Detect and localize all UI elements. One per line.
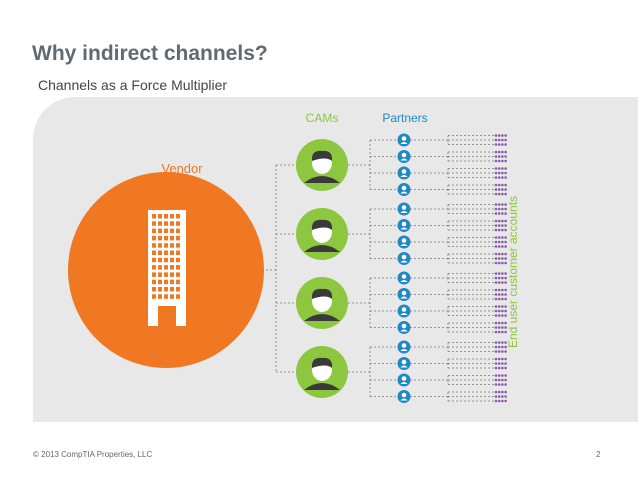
- account-icon: [494, 293, 507, 296]
- account-icon: [494, 134, 507, 137]
- account-icon: [494, 155, 507, 158]
- account-icon: [494, 245, 507, 248]
- partner-icon: [397, 202, 411, 216]
- account-icon: [494, 207, 507, 211]
- account-icon: [494, 357, 507, 361]
- partner-icon: [397, 183, 411, 196]
- account-icon: [494, 171, 507, 175]
- account-icon: [494, 176, 507, 179]
- account-icon: [494, 272, 507, 275]
- footer-copyright: © 2013 CompTIA Properties, LLC: [33, 450, 153, 459]
- account-icon: [494, 159, 507, 163]
- account-icon: [494, 326, 507, 329]
- account-icon: [494, 261, 507, 265]
- connector-lines: [262, 135, 494, 402]
- account-icon: [494, 236, 507, 239]
- partner-icon: [397, 252, 411, 265]
- partner-icon: [397, 304, 411, 318]
- cam-group: [296, 139, 348, 398]
- account-icon: [494, 257, 507, 260]
- account-icon: [494, 219, 507, 223]
- partner-icon: [397, 357, 411, 370]
- account-icon: [494, 341, 507, 344]
- partner-icon: [397, 373, 411, 387]
- account-icon: [494, 321, 507, 325]
- account-icon: [494, 212, 507, 215]
- partner-icon: [397, 166, 411, 180]
- account-icon: [494, 350, 507, 353]
- account-icon: [494, 399, 507, 403]
- partner-icon: [397, 271, 411, 285]
- account-icon: [494, 383, 507, 386]
- account-icon: [494, 138, 507, 142]
- account-icon: [494, 224, 507, 227]
- slide-title: Why indirect channels?: [32, 42, 268, 65]
- account-icon: [494, 183, 507, 187]
- account-icon: [494, 167, 507, 170]
- cams-label: CAMs: [306, 111, 339, 125]
- cam-icon: [296, 208, 348, 260]
- accounts-label: End user customer accounts: [506, 196, 520, 348]
- account-icon: [494, 305, 507, 308]
- account-icon: [494, 366, 507, 370]
- account-icon: [494, 378, 507, 382]
- account-icon: [494, 390, 507, 394]
- partner-icon: [397, 288, 411, 301]
- account-group: [494, 134, 507, 403]
- account-icon: [494, 374, 507, 377]
- partner-icon: [397, 219, 411, 232]
- partner-icon: [397, 340, 411, 354]
- account-icon: [494, 143, 507, 146]
- account-icon: [494, 395, 507, 398]
- partner-icon: [397, 150, 411, 163]
- account-icon: [494, 281, 507, 284]
- account-icon: [494, 314, 507, 317]
- cam-icon: [296, 346, 348, 398]
- page-number: 2: [596, 450, 601, 459]
- cam-icon: [296, 139, 348, 191]
- account-icon: [494, 330, 507, 334]
- account-icon: [494, 362, 507, 365]
- cam-icon: [296, 277, 348, 329]
- account-icon: [494, 150, 507, 154]
- office-building-icon: [148, 210, 186, 326]
- slide-subtitle: Channels as a Force Multiplier: [38, 77, 228, 93]
- account-icon: [494, 192, 507, 196]
- account-icon: [494, 240, 507, 244]
- partner-icon: [397, 133, 411, 147]
- account-icon: [494, 288, 507, 292]
- partners-label: Partners: [382, 111, 427, 125]
- account-icon: [494, 252, 507, 256]
- account-icon: [494, 276, 507, 280]
- account-icon: [494, 345, 507, 349]
- account-icon: [494, 188, 507, 191]
- partner-icon: [397, 390, 411, 403]
- account-icon: [494, 309, 507, 313]
- partner-icon: [397, 235, 411, 249]
- account-icon: [494, 228, 507, 232]
- vendor-label: Vendor: [161, 161, 203, 176]
- partner-group: [397, 133, 411, 403]
- account-icon: [494, 297, 507, 301]
- account-icon: [494, 203, 507, 206]
- partner-icon: [397, 321, 411, 334]
